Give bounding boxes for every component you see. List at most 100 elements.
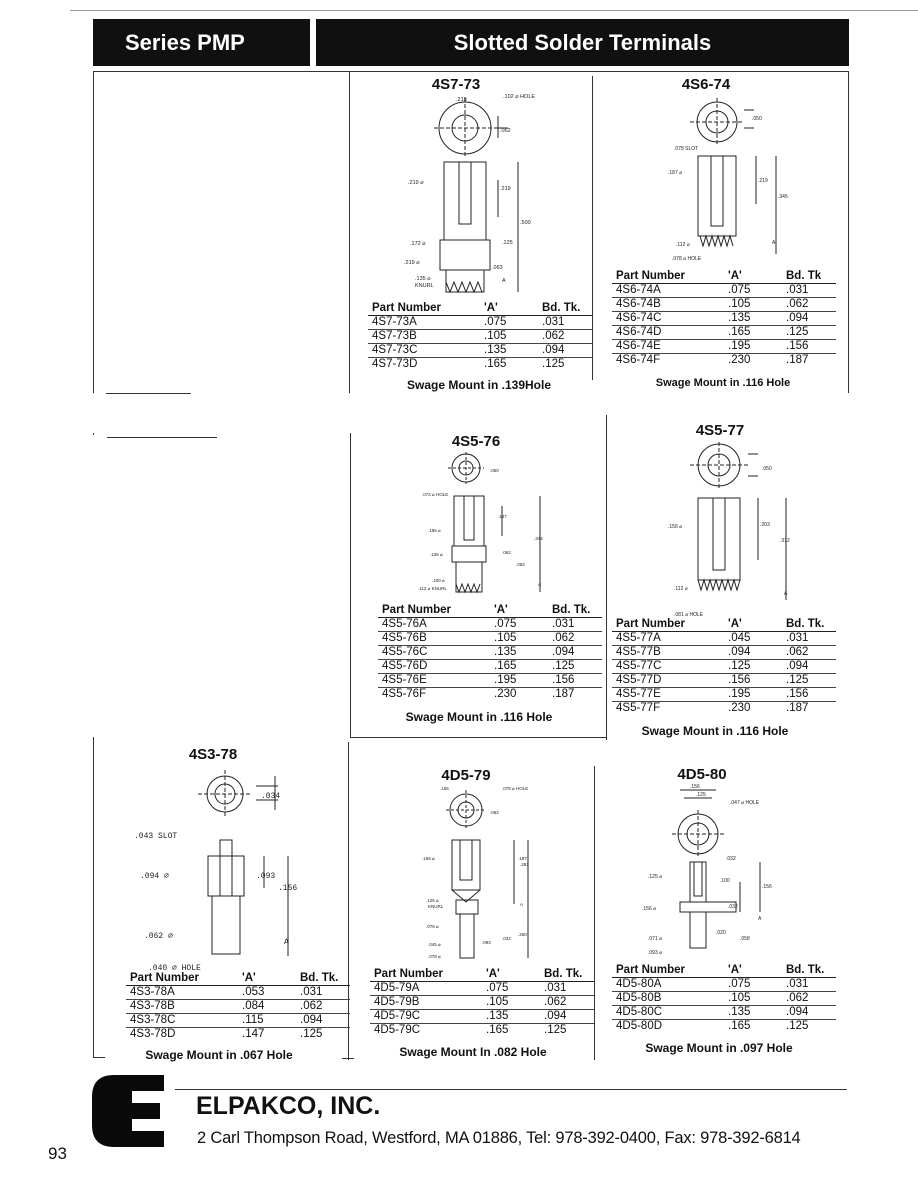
parts-table-4d5-80: Part Number 'A' Bd. Tk. 4D5-80A.075.031 … <box>612 964 836 1033</box>
table-row: 4S5-76C.135.094 <box>378 645 602 660</box>
table-row: 4S5-77A.045.031 <box>612 631 836 646</box>
board-thickness: .031 <box>786 283 836 298</box>
part-number: 4D5-79C <box>374 1024 421 1036</box>
table-row: 4S3-78D.147.125 <box>126 1028 350 1042</box>
col-part-number: Part Number <box>378 604 494 618</box>
dim-4s3-78-6: .062 ⌀ <box>144 932 173 941</box>
dim-4d5-80-7: .156 <box>762 884 772 890</box>
board-thickness: .094 <box>542 343 592 358</box>
product-title-4d5-79: 4D5-79 <box>441 767 491 784</box>
dim-4s6-74-5: .345 <box>778 194 788 200</box>
board-thickness: .031 <box>786 631 836 646</box>
page-title: Slotted Solder Terminals <box>453 29 712 55</box>
dim-4s5-76-9: .100 ⌀ <box>432 578 445 583</box>
drawing-4s5-76: .050 .072 ⌀ HOLE .187 .156 ⌀ .344 .135 ⌀… <box>418 450 552 600</box>
a-value: .053 <box>242 985 300 1000</box>
company-address: 2 Carl Thompson Road, Westford, MA 01886… <box>197 1129 801 1147</box>
part-number: 4S3-78A <box>126 985 242 1000</box>
a-value: .165 <box>494 659 552 674</box>
board-thickness: .031 <box>542 315 592 330</box>
part-number: 4D5-80D <box>616 1020 663 1032</box>
table-row: 4S6-74B.105.062 <box>612 297 836 312</box>
drawing-4s5-77: .050 .156 ⌀ .203 .312 .112 ⌀ .081 ⌀ HOLE… <box>662 440 802 620</box>
dim-4d5-79-6: .281 <box>520 862 529 867</box>
frame-bottom-mid <box>342 1058 354 1059</box>
part-number: 4S5-77D <box>612 673 728 688</box>
product-title-4s3-78: 4S3-78 <box>188 746 238 763</box>
part-number: 4S6-74F <box>616 354 661 366</box>
frame-right <box>848 71 849 393</box>
part-number: 4S6-74C <box>612 311 728 326</box>
a-value: .105 <box>728 297 786 312</box>
dim-4s3-78-4: .093 <box>256 872 275 881</box>
dim-4s6-74-2: .078 SLOT <box>674 146 698 152</box>
dim-4s5-77-6: .081 ⌀ HOLE <box>674 612 704 618</box>
a-value: .156 <box>728 673 786 688</box>
board-thickness: .125 <box>300 1028 323 1040</box>
dim-4s6-74-8: A <box>772 240 776 246</box>
dim-4s3-78-2: .043 SLOT <box>134 832 177 841</box>
dim-4d5-80-6: .100 <box>720 878 730 884</box>
dim-4s3-78-3: .094 ⌀ <box>140 872 169 881</box>
table-row: 4S5-76F.230.187 <box>378 688 602 702</box>
board-thickness: .062 <box>552 631 602 646</box>
table-row: 4D5-79C.135.094 <box>370 1009 594 1024</box>
dim-4s6-74-3: .187 ⌀ <box>668 170 682 176</box>
board-thickness: .125 <box>786 673 836 688</box>
col-part-number: Part Number <box>612 964 728 978</box>
dim-4s5-76-7: .062 <box>502 550 511 555</box>
col-part-number: Part Number <box>126 972 242 986</box>
a-value: .135 <box>728 311 786 326</box>
dim-4s5-76-10: .112 ⌀ KNURL <box>418 586 447 591</box>
table-row: 4S3-78B.084.062 <box>126 999 350 1014</box>
empty-cell-rule-1 <box>106 393 191 394</box>
row2-bottom <box>350 737 606 738</box>
parts-table-4d5-79: Part Number 'A' Bd. Tk. 4D5-79A.075.031 … <box>370 968 594 1037</box>
part-number: 4S6-74D <box>612 325 728 340</box>
frame-bottom-left <box>93 1057 105 1058</box>
footer-rule <box>175 1089 847 1090</box>
board-thickness: .125 <box>552 659 602 674</box>
part-number: 4S7-73B <box>368 329 484 344</box>
table-row: 4S6-74E.195.156 <box>612 339 836 354</box>
swage-note-4s6-74: Swage Mount in .116 Hole <box>655 377 791 389</box>
board-thickness: .062 <box>786 297 836 312</box>
dim-4s7-73-5: .219 <box>500 186 511 192</box>
dim-4s5-77-7: A <box>784 591 788 597</box>
dim-4s5-76-11: A <box>538 582 541 587</box>
a-value: .135 <box>484 343 542 358</box>
dim-4d5-80-11: .020 <box>716 930 726 936</box>
board-thickness: .094 <box>300 1013 350 1028</box>
product-title-4s7-73: 4S7-73 <box>431 76 481 93</box>
part-number: 4D5-80A <box>612 977 728 992</box>
dim-4d5-80-10: A <box>758 916 762 922</box>
dim-4s7-73-3: .062 <box>500 128 511 134</box>
dim-4d5-80-9: .032 <box>728 904 738 910</box>
col-board-thickness: Bd. Tk <box>786 270 836 284</box>
part-number: 4S6-74E <box>612 339 728 354</box>
part-number: 4S5-76F <box>382 688 427 700</box>
frame-left-mid <box>93 433 94 435</box>
part-number: 4S5-77E <box>612 687 728 702</box>
dim-4d5-80-1: .156 <box>690 784 700 790</box>
table-row: 4S7-73B.105.062 <box>368 329 592 344</box>
dim-4s3-78-8: .040 ⌀ HOLE <box>148 964 201 973</box>
part-number: 4S3-78B <box>126 999 242 1014</box>
col-board-thickness: Bd. Tk. <box>542 302 592 316</box>
board-thickness: .187 <box>552 688 575 700</box>
board-thickness: .094 <box>552 645 602 660</box>
a-value: .230 <box>728 354 751 366</box>
dim-4s6-74-4: .219 <box>758 178 768 184</box>
dim-4s7-73-2: .102 ⌀ HOLE <box>503 94 535 100</box>
page-number: 93 <box>48 1144 67 1163</box>
dim-4s6-74-1: .050 <box>752 116 762 122</box>
product-title-4s5-77: 4S5-77 <box>695 422 745 439</box>
table-row: 4S6-74C.135.094 <box>612 311 836 326</box>
a-value: .115 <box>242 1013 300 1028</box>
part-number: 4S5-77A <box>612 631 728 646</box>
divider-row2-right <box>606 415 607 740</box>
dim-4d5-79-1: .156 <box>440 786 449 791</box>
table-row: 4S5-76D.165.125 <box>378 659 602 674</box>
board-thickness: .062 <box>542 329 592 344</box>
part-number: 4S5-76E <box>378 673 494 688</box>
